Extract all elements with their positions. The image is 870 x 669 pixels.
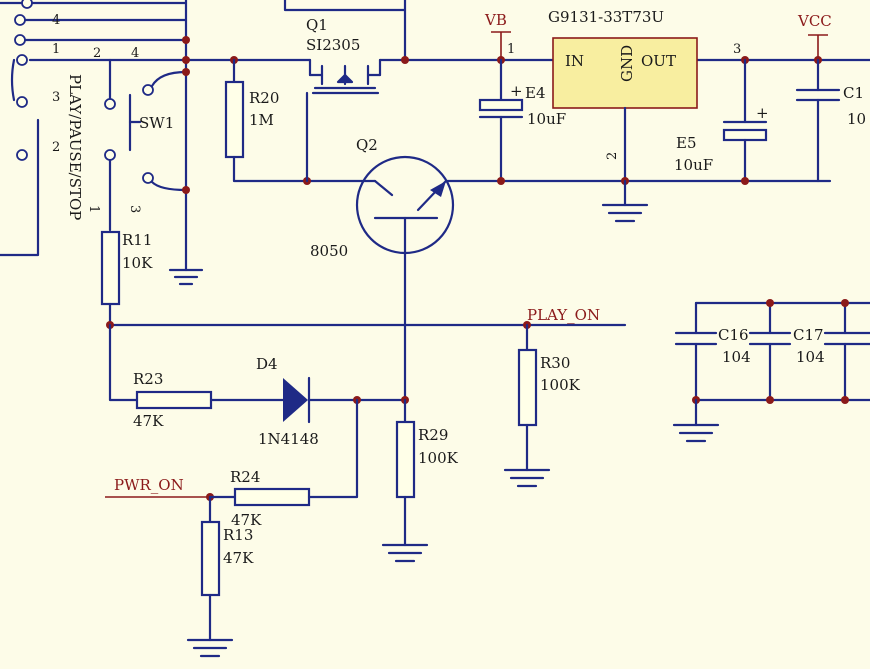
connector-pin-4: 4: [52, 13, 60, 28]
resistor-r23: R23 47K: [108, 323, 285, 430]
regulator-pin-gnd: GND: [618, 45, 636, 82]
sw1-pin-2: 2: [93, 46, 101, 61]
e5-plus: +: [756, 104, 769, 122]
net-vcc-label: VCC: [797, 12, 832, 30]
connector-pin-3: 3: [52, 90, 60, 105]
e4-value: 10uF: [527, 110, 566, 128]
sw1-ref: SW1: [139, 114, 174, 132]
ground-sw1: [168, 268, 204, 286]
r30-value: 100K: [540, 376, 581, 394]
net-vb-label: VB: [484, 11, 507, 29]
regulator-num-gnd: 2: [605, 152, 620, 160]
resistor-r20: R20 1M: [224, 58, 377, 185]
regulator-pin-in: IN: [565, 52, 584, 70]
r29-ref: R29: [418, 426, 448, 444]
r23-value: 47K: [133, 412, 164, 430]
r20-value: 1M: [249, 111, 274, 129]
resistor-r13: R13 47K: [186, 495, 254, 658]
resistor-r29: R29 100K: [381, 398, 459, 563]
vcc-c1: VCC C1 10: [795, 12, 866, 183]
q2-ref: Q2: [356, 136, 378, 154]
sw1-pin-3: 3: [127, 205, 142, 213]
connector: 4 1 3 2: [0, 0, 188, 257]
r29-value: 100K: [418, 449, 459, 467]
d4-part: 1N4148: [258, 430, 319, 448]
q2-part: 8050: [310, 242, 348, 260]
vb-e4: VB + E4 10uF: [478, 11, 566, 185]
regulator-num-out: 3: [733, 42, 741, 57]
net-pwr-on-label: PWR_ON: [114, 476, 184, 494]
e4-plus: +: [510, 82, 523, 100]
c1-value: 10: [847, 110, 866, 128]
r11-value: 10K: [122, 254, 153, 272]
resistor-r11: R11 10K: [100, 230, 153, 327]
q1-ref: Q1: [306, 16, 328, 34]
regulator-num-in: 1: [507, 42, 515, 57]
transistor-q2: Q2 8050: [310, 136, 832, 402]
c1-ref: C1: [843, 84, 864, 102]
sw1-pin-1: 1: [86, 205, 101, 213]
c17-ref: C17: [793, 326, 824, 344]
resistor-r24: R24 47K: [208, 398, 359, 529]
r13-value: 47K: [223, 549, 254, 567]
c16-ref: C16: [718, 326, 749, 344]
r24-ref: R24: [230, 468, 260, 486]
e5-value: 10uF: [674, 156, 713, 174]
ground-regulator: [601, 179, 649, 223]
regulator-ic: G9131-33T73U IN OUT GND 1 2 3: [507, 8, 741, 185]
capacitor-e5: + E5 10uF: [674, 58, 769, 185]
connector-pin-1: 1: [52, 42, 60, 57]
main-rail: [182, 0, 870, 272]
net-play-on-label: PLAY_ON: [527, 306, 600, 324]
sw1-pin-4: 4: [131, 46, 139, 61]
capacitor-bank: C16 104 C17 104: [672, 299, 870, 443]
mosfet-q1: Q1 SI2305: [305, 16, 382, 183]
sw1-function-label: PLAY/PAUSE/STOP: [66, 74, 84, 220]
diode-d4: D4 1N4148: [256, 355, 409, 448]
regulator-pin-out: OUT: [641, 52, 676, 70]
c17-value: 104: [796, 348, 825, 366]
resistor-r30: R30 100K: [503, 323, 581, 488]
d4-ref: D4: [256, 355, 278, 373]
pwr-on-net: PWR_ON: [105, 476, 214, 501]
r30-ref: R30: [540, 354, 570, 372]
e5-ref: E5: [676, 134, 697, 152]
regulator-part: G9131-33T73U: [548, 8, 664, 26]
r23-ref: R23: [133, 370, 163, 388]
e4-ref: E4: [525, 84, 546, 102]
r13-ref: R13: [223, 526, 253, 544]
r24-value: 47K: [231, 511, 262, 529]
switch-sw1: 2 4 1 3 SW1 PLAY/PAUSE/STOP: [66, 46, 190, 232]
r20-ref: R20: [249, 89, 279, 107]
r11-ref: R11: [122, 231, 152, 249]
q1-part: SI2305: [306, 36, 360, 54]
c16-value: 104: [722, 348, 751, 366]
connector-pin-2: 2: [52, 140, 60, 155]
